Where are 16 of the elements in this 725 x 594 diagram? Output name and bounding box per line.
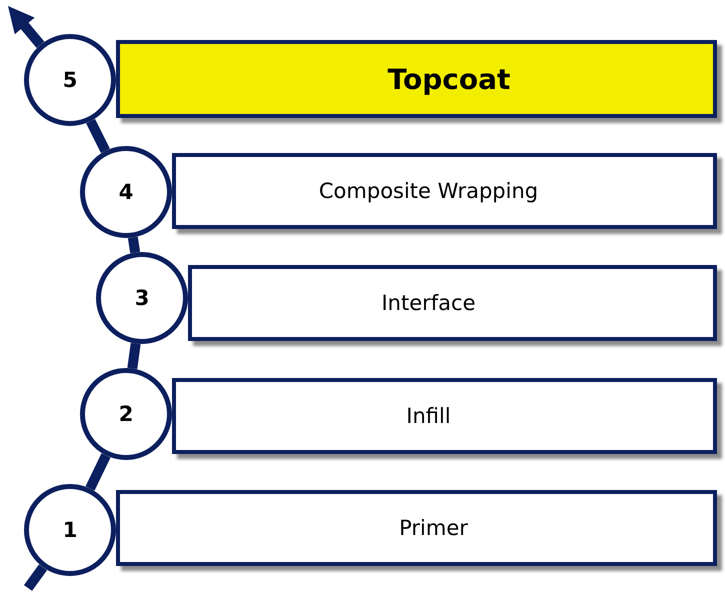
step-number: 5 <box>62 68 78 92</box>
step-bar <box>116 490 717 566</box>
step-number: 4 <box>118 180 134 204</box>
step-label: Composite Wrapping <box>318 179 538 203</box>
step-bar <box>116 40 717 118</box>
arrow <box>8 6 44 48</box>
step-number: 1 <box>62 518 78 542</box>
step-label: Topcoat <box>388 62 510 96</box>
step-label: Infill <box>406 404 451 428</box>
step-label: Primer <box>399 516 468 540</box>
step-bar <box>172 378 717 454</box>
step-number: 3 <box>134 286 150 310</box>
step-bar <box>188 265 717 341</box>
step-label: Interface <box>381 291 476 315</box>
step-bar <box>172 153 717 229</box>
step-number: 2 <box>118 402 134 426</box>
